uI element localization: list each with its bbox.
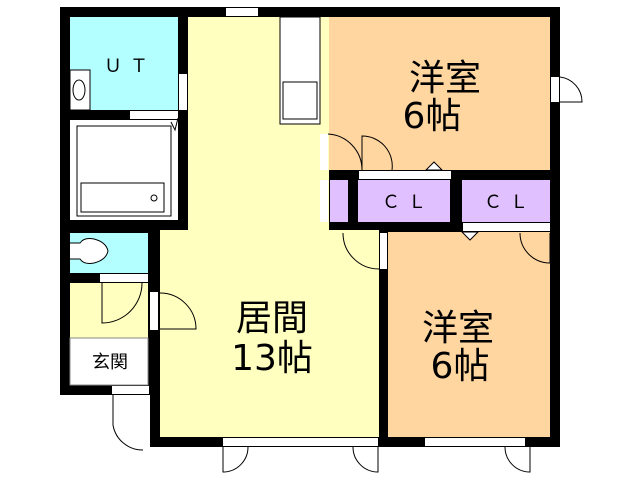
closet-1-label: ＣＬ (382, 192, 434, 213)
room-living (160, 230, 379, 437)
window (223, 438, 378, 446)
closet-2 (462, 180, 550, 222)
room-western-bottom-name: 洋室 (422, 308, 494, 349)
washbasin-bowl-icon (72, 79, 86, 101)
room-western-bottom-size: 6帖 (431, 346, 490, 387)
opening (130, 111, 178, 119)
room-living-size: 13帖 (231, 338, 313, 379)
opening (179, 74, 187, 110)
room-living-name: 居間 (236, 298, 308, 339)
bathroom (70, 120, 178, 220)
closet-small (330, 180, 348, 222)
washbasin (69, 69, 91, 111)
opening (463, 223, 550, 231)
room-western-top-name: 洋室 (409, 58, 481, 99)
window (226, 8, 258, 16)
opening (112, 386, 149, 394)
opening (359, 171, 451, 179)
room-entrance-label: 玄関 (92, 352, 128, 373)
bathtub-drain-icon (150, 194, 158, 202)
toilet-icon (70, 238, 109, 264)
sink-icon (282, 81, 318, 120)
opening (100, 274, 148, 282)
opening (320, 134, 328, 170)
opening (320, 180, 328, 222)
window (425, 438, 525, 446)
room-western-bottom (388, 232, 550, 437)
opening (150, 292, 158, 330)
room-western-top (329, 17, 550, 170)
kitchen-counter (279, 16, 321, 125)
closet-2-label: ＣＬ (484, 192, 536, 213)
window (551, 77, 559, 102)
opening (380, 233, 387, 269)
hallway (70, 283, 148, 338)
closet-1 (358, 180, 450, 222)
bath-floor (76, 125, 172, 217)
closet-door-marker-icon (424, 161, 480, 241)
room-western-top-size: 6帖 (403, 96, 462, 137)
bathtub-icon (80, 182, 165, 213)
door-swing-icon (101, 76, 583, 473)
exterior-cutout (0, 395, 150, 480)
room-entrance (69, 337, 149, 386)
room-ut-label: ＵＴ (104, 56, 156, 77)
